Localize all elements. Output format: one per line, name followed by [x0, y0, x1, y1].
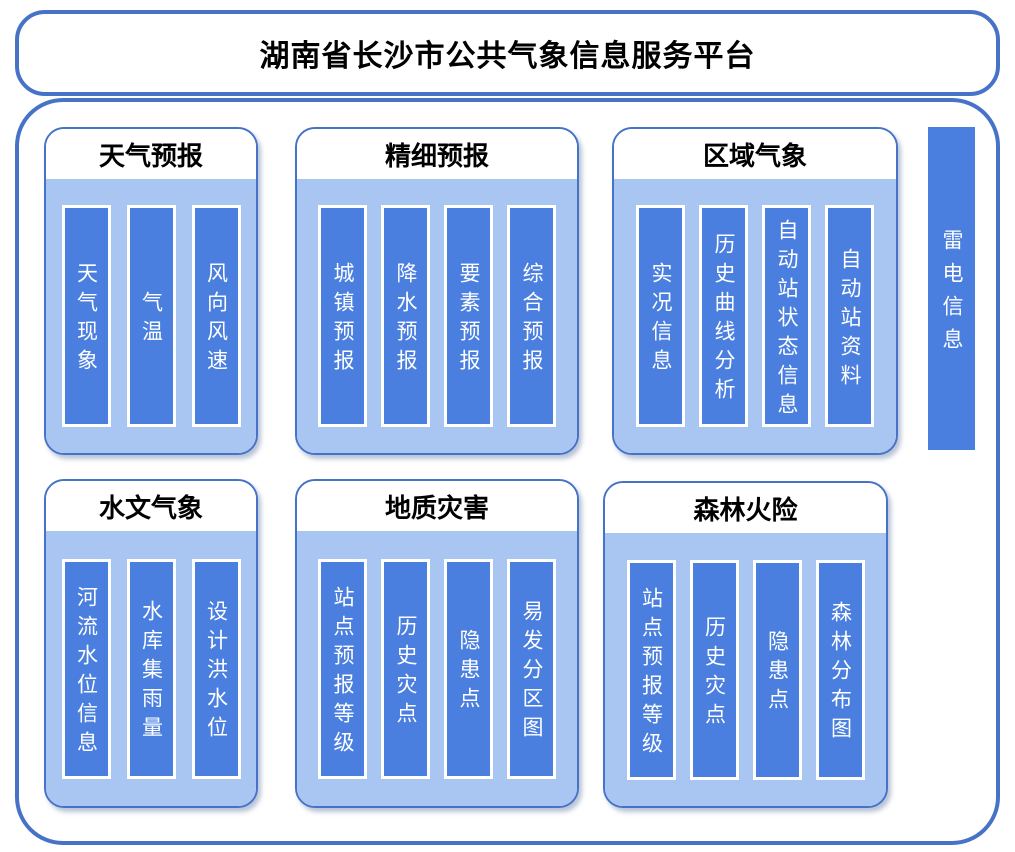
item-label: 站点预报等级: [639, 586, 663, 761]
panel-title: 森林火险: [605, 483, 886, 533]
item-bar: 隐患点: [444, 558, 493, 779]
item-label: 要素预报: [457, 262, 480, 378]
panel-body: 河流水位信息 水库集雨量 设计洪水位: [46, 531, 256, 806]
item-label: 实况信息: [649, 262, 672, 378]
item-label: 综合预报: [520, 262, 543, 378]
item-label: 历史曲线分析: [712, 233, 735, 407]
panel-hydrology-meteorology: 水文气象 河流水位信息 水库集雨量 设计洪水位: [44, 479, 258, 808]
panel-weather-forecast: 天气预报 天气现象 气温 风向风速: [44, 127, 258, 455]
item-bar: 降水预报: [381, 205, 430, 427]
item-bar: 水库集雨量: [126, 558, 176, 779]
item-bar: 要素预报: [444, 205, 493, 427]
panel-forest-fire-risk: 森林火险 站点预报等级 历史灾点 隐患点 森林分布图: [603, 481, 888, 808]
item-bar: 自动站状态信息: [762, 205, 811, 427]
panel-body: 实况信息 历史曲线分析 自动站状态信息 自动站资料: [614, 179, 896, 453]
item-bar: 综合预报: [507, 205, 556, 427]
panel-regional-meteorology: 区域气象 实况信息 历史曲线分析 自动站状态信息 自动站资料: [612, 127, 898, 455]
item-bar: 历史灾点: [381, 558, 430, 779]
item-label: 自动站状态信息: [775, 218, 798, 422]
item-bar: 城镇预报: [318, 205, 367, 427]
item-label: 自动站资料: [838, 247, 861, 393]
item-bar: 历史曲线分析: [699, 205, 748, 427]
item-label: 城镇预报: [331, 262, 354, 378]
item-bar: 实况信息: [636, 205, 685, 427]
page-title: 湖南省长沙市公共气象信息服务平台: [259, 40, 756, 73]
panel-body: 站点预报等级 历史灾点 隐患点 森林分布图: [605, 533, 886, 806]
item-label: 降水预报: [394, 262, 417, 378]
item-label: 易发分区图: [520, 600, 543, 745]
item-label: 风向风速: [204, 262, 228, 378]
item-label: 天气现象: [74, 262, 98, 378]
item-bar: 站点预报等级: [626, 559, 676, 780]
item-label: 气温: [139, 291, 163, 349]
lightning-info-label: 雷电信息: [940, 228, 963, 361]
panel-title: 天气预报: [46, 129, 256, 179]
panel-title: 区域气象: [614, 129, 896, 179]
panel-title: 地质灾害: [297, 481, 577, 531]
item-bar: 设计洪水位: [191, 558, 241, 779]
item-bar: 森林分布图: [815, 559, 865, 780]
item-bar: 易发分区图: [507, 558, 556, 779]
panel-fine-forecast: 精细预报 城镇预报 降水预报 要素预报 综合预报: [295, 127, 579, 455]
item-bar: 隐患点: [752, 559, 802, 780]
item-label: 设计洪水位: [204, 600, 228, 745]
platform-title-box: 湖南省长沙市公共气象信息服务平台: [15, 10, 1000, 96]
item-label: 河流水位信息: [74, 585, 98, 760]
item-label: 历史灾点: [702, 615, 726, 732]
item-bar: 气温: [126, 205, 176, 427]
item-label: 隐患点: [765, 630, 789, 717]
panel-body: 城镇预报 降水预报 要素预报 综合预报: [297, 179, 577, 453]
item-bar: 河流水位信息: [61, 558, 111, 779]
item-label: 历史灾点: [394, 614, 417, 731]
item-bar: 天气现象: [61, 205, 111, 427]
panel-title: 精细预报: [297, 129, 577, 179]
lightning-info-bar: 雷电信息: [928, 127, 975, 450]
panel-body: 天气现象 气温 风向风速: [46, 179, 256, 453]
item-bar: 风向风速: [191, 205, 241, 427]
panel-title: 水文气象: [46, 481, 256, 531]
item-label: 站点预报等级: [331, 585, 354, 760]
item-bar: 站点预报等级: [318, 558, 367, 779]
panel-geological-disaster: 地质灾害 站点预报等级 历史灾点 隐患点 易发分区图: [295, 479, 579, 808]
item-label: 森林分布图: [828, 601, 852, 746]
panel-body: 站点预报等级 历史灾点 隐患点 易发分区图: [297, 531, 577, 806]
item-label: 水库集雨量: [139, 600, 163, 745]
item-label: 隐患点: [457, 629, 480, 716]
item-bar: 自动站资料: [825, 205, 874, 427]
item-bar: 历史灾点: [689, 559, 739, 780]
